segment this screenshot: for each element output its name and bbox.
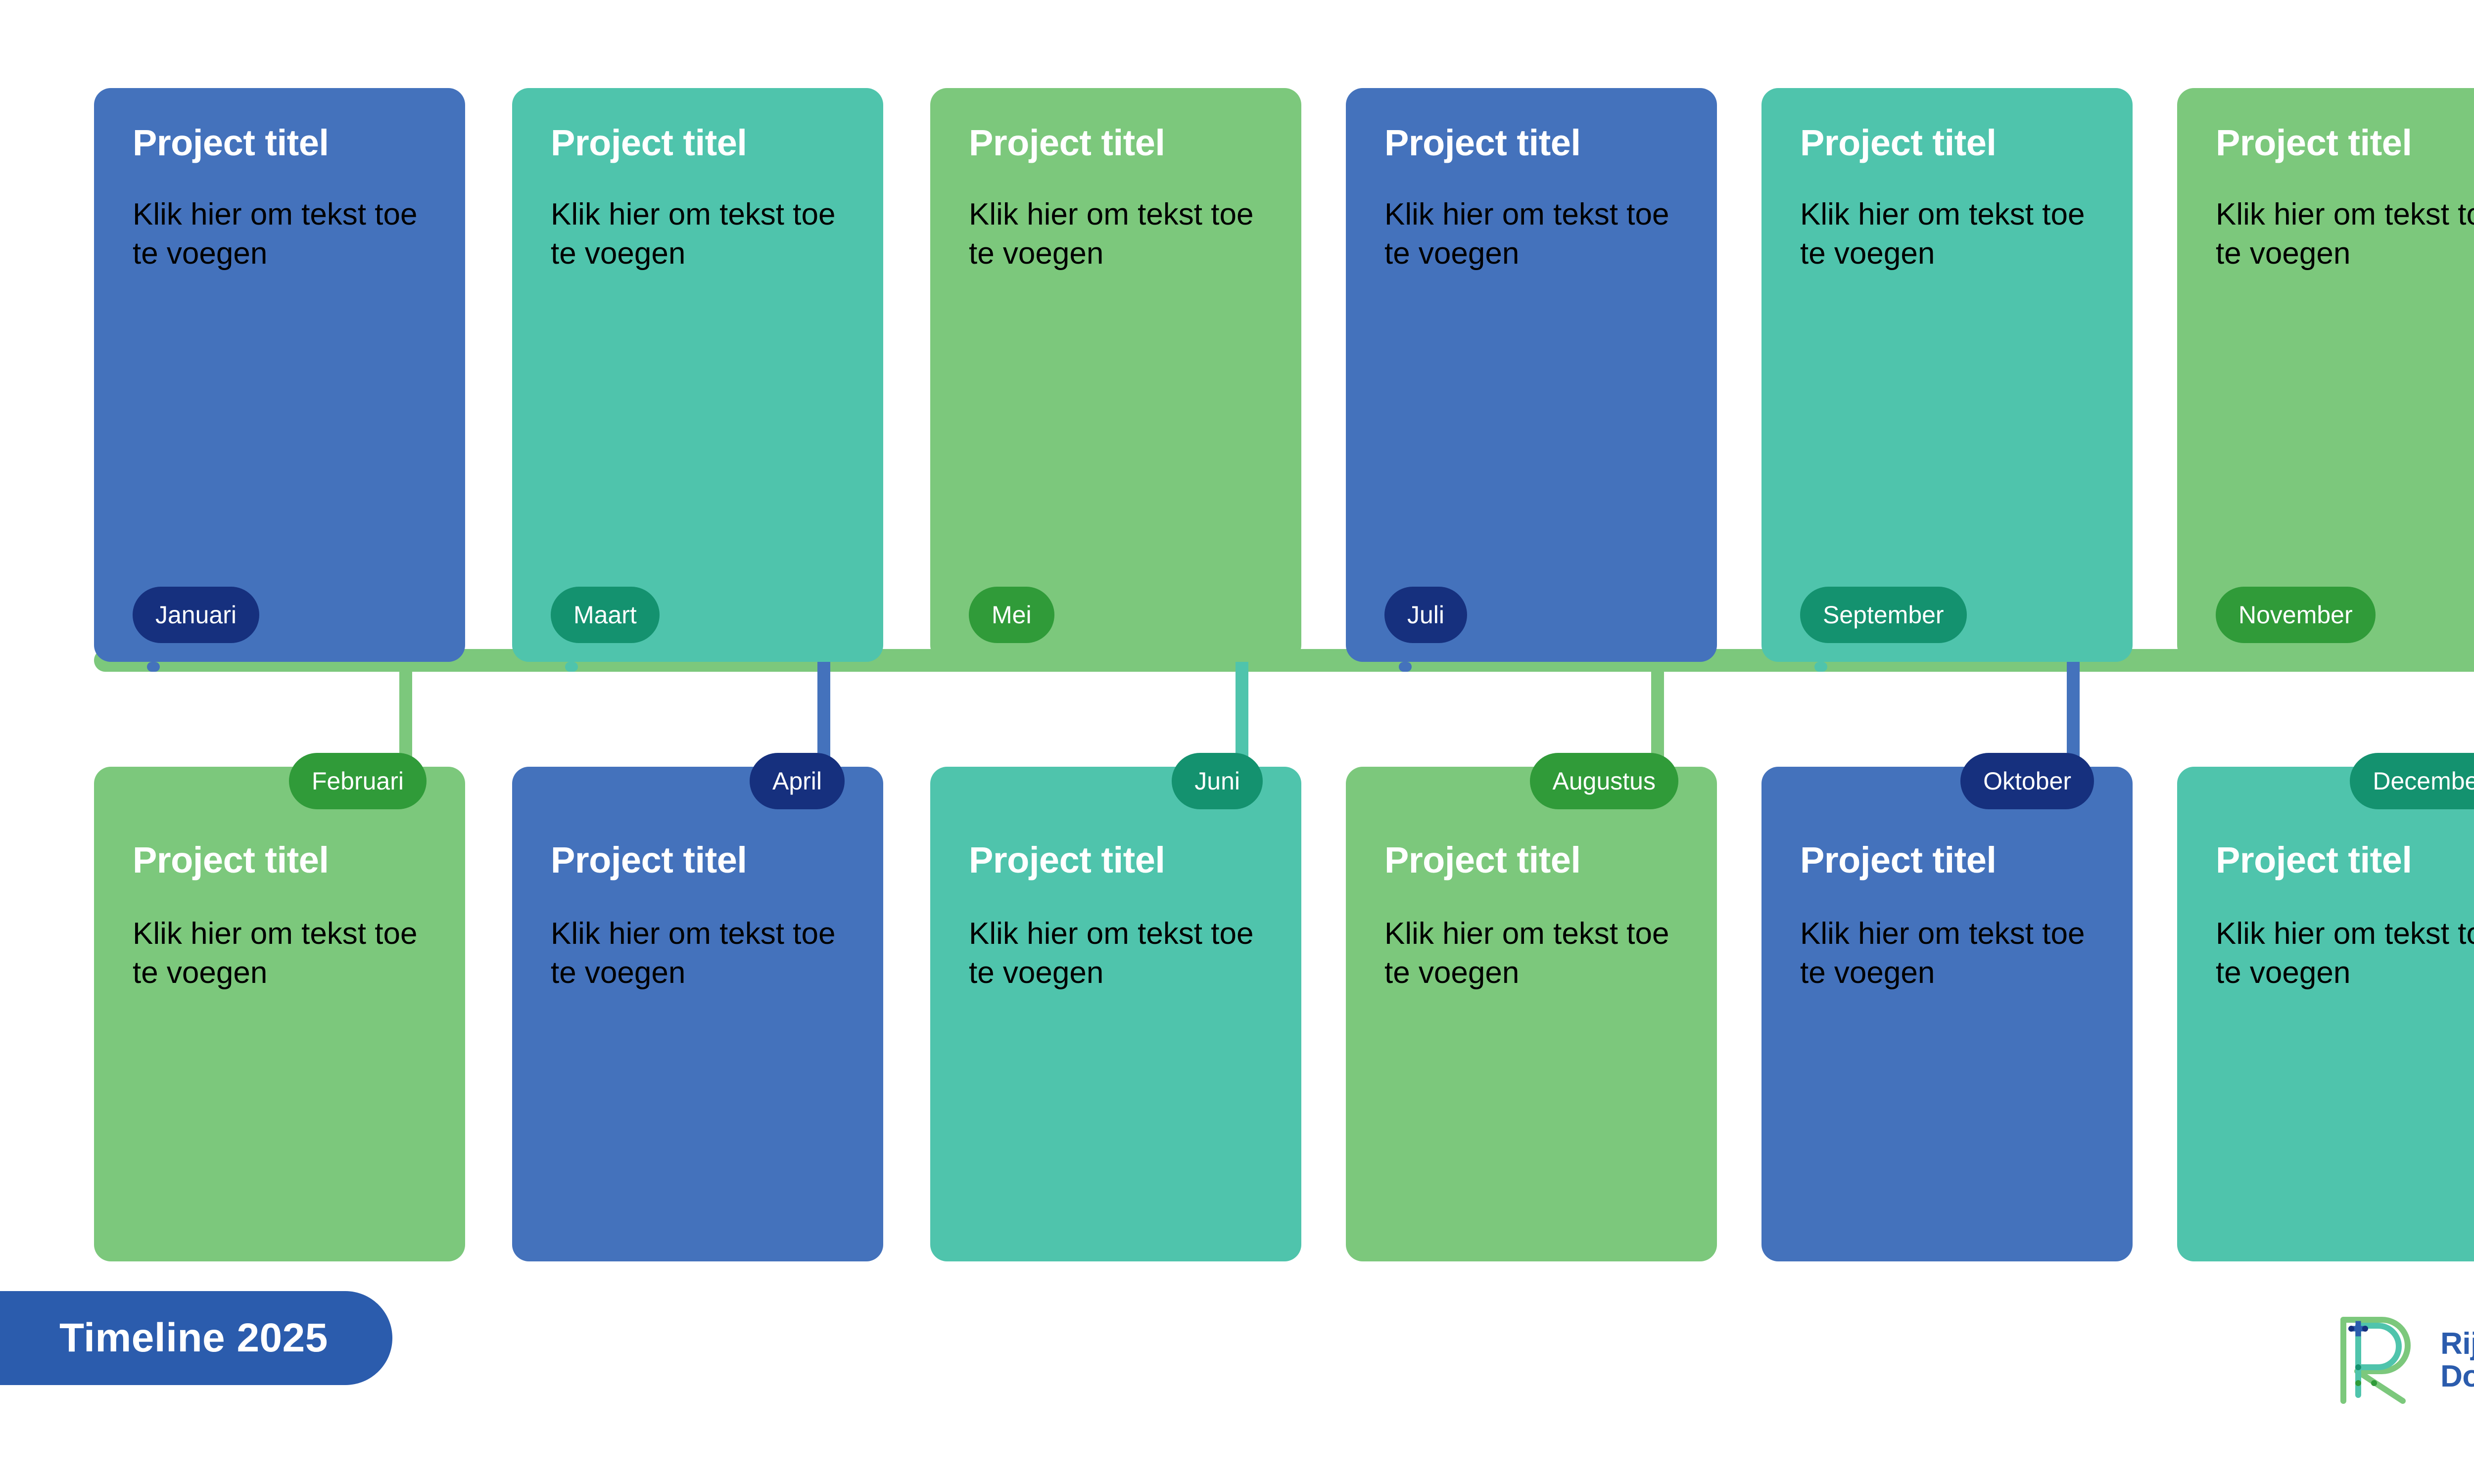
card-body-placeholder[interactable]: Klik hier om tekst toe te voegen [1800,916,2085,990]
card-body-placeholder[interactable]: Klik hier om tekst toe te voegen [551,197,836,271]
month-pill-april: April [749,753,845,809]
card-title: Project titel [1384,122,1581,163]
card-title: Project titel [969,122,1165,163]
card-title: Project titel [1800,839,1997,881]
timeline-connector-november [2230,662,2243,672]
month-pill-januari: Januari [133,587,259,643]
card-body-placeholder[interactable]: Klik hier om tekst toe te voegen [551,916,836,990]
timeline-connector-september [1814,662,1827,672]
card-body-placeholder[interactable]: Klik hier om tekst toe te voegen [2216,197,2474,271]
card-body-placeholder[interactable]: Klik hier om tekst toe te voegen [133,916,418,990]
card-title: Project titel [969,839,1165,881]
brand-name: Rijnmond Dokters [2440,1328,2474,1392]
timeline-connector-januari [147,662,160,672]
month-pill-oktober: Oktober [1960,753,2094,809]
card-title: Project titel [551,122,747,163]
month-pill-juli: Juli [1384,587,1468,643]
card-title: Project titel [1384,839,1581,881]
card-title: Project titel [551,839,747,881]
month-pill-augustus: Augustus [1529,753,1678,809]
card-title: Project titel [2216,839,2412,881]
rijnmond-dokters-r-mark [2340,1317,2411,1404]
brand-name-line1: Rijnmond [2440,1327,2474,1361]
card-title: Project titel [1800,122,1997,163]
card-body-placeholder[interactable]: Klik hier om tekst toe te voegen [2216,916,2474,990]
card-body-placeholder[interactable]: Klik hier om tekst toe te voegen [969,916,1254,990]
card-body-placeholder[interactable]: Klik hier om tekst toe te voegen [1384,197,1669,271]
brand-name-line2: Dokters [2440,1359,2474,1393]
card-body-placeholder[interactable]: Klik hier om tekst toe te voegen [133,197,418,271]
month-pill-februari: Februari [288,753,427,809]
timeline-connector-mei [983,662,996,672]
month-pill-juni: Juni [1172,753,1263,809]
card-title: Project titel [133,839,329,881]
month-pill-maart: Maart [551,587,660,643]
timeline-title-badge: Timeline 2025 [0,1291,392,1385]
timeline-connector-juli [1399,662,1412,672]
month-pill-december: December [2350,753,2474,809]
timeline-connector-maart [565,662,578,672]
month-pill-november: November [2216,587,2376,643]
card-body-placeholder[interactable]: Klik hier om tekst toe te voegen [969,197,1254,271]
card-body-placeholder[interactable]: Klik hier om tekst toe te voegen [1384,916,1669,990]
month-pill-september: September [1800,587,1967,643]
brand-logo: Rijnmond Dokters [2329,1311,2474,1410]
month-pill-mei: Mei [969,587,1054,643]
card-body-placeholder[interactable]: Klik hier om tekst toe te voegen [1800,197,2085,271]
card-title: Project titel [133,122,329,163]
page-title: Timeline 2025 [59,1315,328,1360]
card-title: Project titel [2216,122,2412,163]
